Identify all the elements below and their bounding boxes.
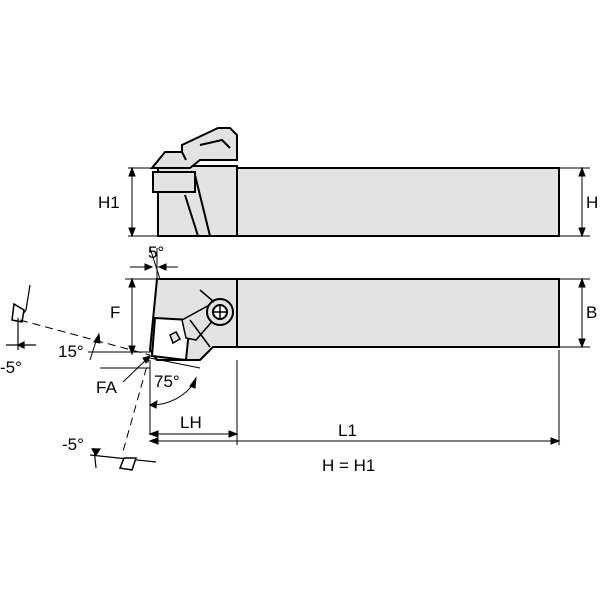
side-view-head-diagonal (194, 174, 211, 237)
fifteen-deg-label: 15° (58, 342, 84, 361)
h-equals-h1-label: H = H1 (322, 456, 375, 475)
five-deg-label: 5° (148, 243, 164, 262)
seventy-five-degree-arc (148, 357, 201, 435)
l1-label: L1 (338, 421, 357, 440)
neg5-left-label: -5° (0, 358, 22, 377)
neg5-bottom-label: -5° (62, 435, 84, 454)
fifteen-degree-dimension (88, 332, 150, 361)
left-insert-detail (6, 284, 36, 350)
length-dimensions (148, 350, 561, 445)
plan-view (148, 278, 560, 362)
h-dimension (559, 166, 590, 238)
f-label: F (110, 303, 120, 322)
h1-label: H1 (98, 193, 120, 212)
plan-view-head-line (189, 319, 211, 348)
plan-view-shank (236, 278, 560, 348)
side-view-insert (152, 171, 196, 193)
side-view-head-diagonal-2 (184, 194, 199, 237)
five-degree-dimension (130, 247, 178, 280)
center-lines (19, 319, 151, 456)
b-label: B (586, 303, 597, 322)
insert-screw-mark (169, 331, 182, 345)
bottom-insert-detail (89, 447, 157, 471)
f-dimension (125, 277, 157, 356)
b-dimension (559, 277, 590, 349)
side-view (149, 127, 560, 237)
lh-label: LH (180, 413, 202, 432)
side-view-clamp-detail (181, 138, 231, 161)
h1-dimension (128, 166, 158, 238)
fa-dimension (100, 355, 152, 383)
fa-label: FA (96, 378, 117, 397)
side-view-shank (236, 167, 560, 237)
side-view-clamp (149, 127, 238, 169)
h-label: H (586, 193, 598, 212)
seventy-five-deg-label: 75° (154, 372, 180, 391)
